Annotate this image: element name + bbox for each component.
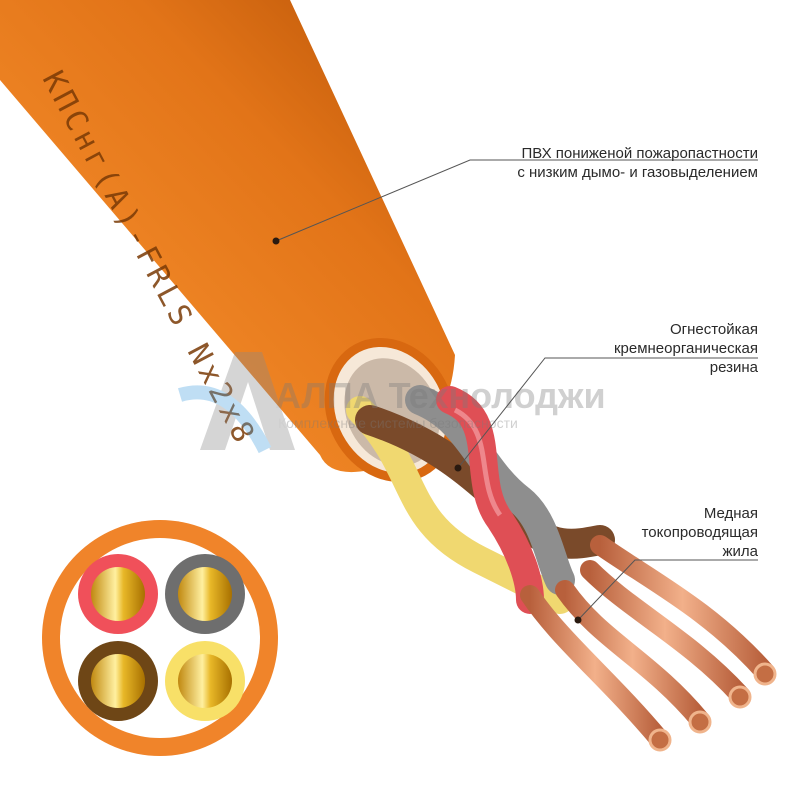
watermark-brand: АЛПА Технолоджи bbox=[275, 375, 606, 416]
leader-lines bbox=[272, 159, 758, 624]
callout-insulation-line2: кремнеорганическая bbox=[613, 340, 758, 357]
watermark-logo-icon bbox=[200, 352, 295, 450]
callout-sheath: ПВХ пониженой пожаропастности с низким д… bbox=[517, 144, 758, 182]
watermark: АЛПА Технолоджи Комплексные системы безо… bbox=[177, 352, 606, 454]
callout-insulation: Огнестойкая кремнеорганическая резина bbox=[614, 320, 758, 377]
callout-conductor-line1: Медная bbox=[703, 505, 758, 522]
callout-conductor: Медная токопроводящая жила bbox=[642, 504, 758, 561]
callout-insulation-line3: резина bbox=[709, 359, 758, 376]
callout-sheath-line2: с низким дымо- и газовыделением bbox=[517, 164, 758, 181]
leader-line-insulation bbox=[457, 357, 758, 469]
callout-conductor-line3: жила bbox=[722, 543, 758, 560]
watermark-tagline: Комплексные системы безопасности bbox=[278, 415, 518, 431]
callout-sheath-line1: ПВХ пониженой пожаропастности bbox=[521, 145, 758, 162]
callout-insulation-line1: Огнестойкая bbox=[669, 321, 758, 338]
callout-conductor-line2: токопроводящая bbox=[641, 524, 758, 541]
leader-line-conductor bbox=[577, 559, 758, 621]
copper-wires bbox=[520, 535, 777, 752]
cable-cross-section bbox=[42, 520, 278, 756]
leader-line-sheath bbox=[275, 159, 758, 242]
